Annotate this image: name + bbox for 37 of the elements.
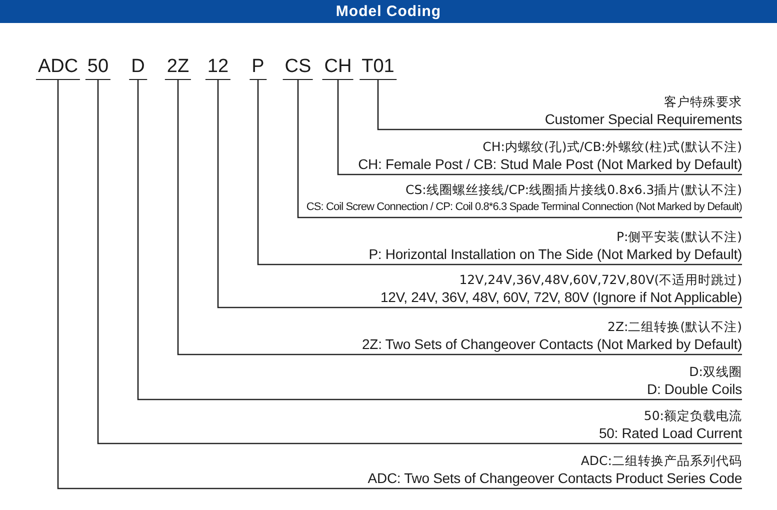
code-segment: 50 [85, 56, 111, 80]
description-text: CH:内螺纹(孔)式/CB:外螺纹(柱)式(默认不注) [482, 138, 742, 155]
description-text: D:双线圈 [689, 363, 742, 380]
description-text: 50:额定负载电流 [644, 407, 742, 424]
code-segment: CH [322, 56, 354, 80]
leader-line [217, 80, 742, 308]
description-text: 2Z: Two Sets of Changeover Contacts (Not Marked by Default) [362, 335, 742, 353]
description-text: 12V, 24V, 36V, 48V, 60V, 72V, 80V (Ignore if Not Applicable) [380, 288, 742, 306]
code-segment: P [250, 56, 266, 80]
description-text: 客户特殊要求 [664, 93, 742, 110]
description-text: Customer Special Requirements [544, 110, 742, 128]
description-text: ADC: Two Sets of Changeover Contacts Product Series Code [368, 469, 742, 487]
description-text: 2Z:二组转换(默认不注) [608, 318, 742, 335]
code-segment: 2Z [164, 56, 192, 80]
code-segment: T01 [360, 56, 396, 80]
description-text: CH: Female Post / CB: Stud Male Post (Not Marked by Default) [358, 155, 742, 173]
leader-line [137, 80, 742, 400]
description-text: CS:线圈螺丝接线/CP:线圈插片接线0.8x6.3插片(默认不注) [406, 181, 742, 198]
code-segment: CS [282, 56, 314, 80]
leader-line [257, 80, 742, 266]
description-text: 50: Rated Load Current [598, 424, 742, 442]
code-segment: ADC [36, 56, 80, 80]
code-segment: D [129, 56, 147, 80]
leader-line [297, 80, 742, 218]
leader-line [177, 80, 742, 356]
description-text: P:侧平安装(默认不注) [616, 228, 742, 245]
description-text: D: Double Coils [646, 380, 742, 398]
leader-line [337, 80, 742, 176]
description-text: 12V,24V,36V,48V,60V,72V,80V(不适用时跳过) [459, 271, 742, 288]
leader-line [57, 80, 742, 490]
description-text: ADC:二组转换产品系列代码 [580, 452, 742, 469]
leader-line [377, 80, 742, 130]
leader-line [97, 80, 742, 444]
code-segment: 12 [205, 56, 231, 80]
description-text: P: Horizontal Installation on The Side (Not Marked by Default) [368, 245, 742, 263]
title-bar: Model Coding [0, 0, 777, 23]
description-text: CS: Coil Screw Connection / CP: Coil 0.8*6.3 Spade Terminal Connection (Not Marked by Default) [306, 200, 742, 215]
